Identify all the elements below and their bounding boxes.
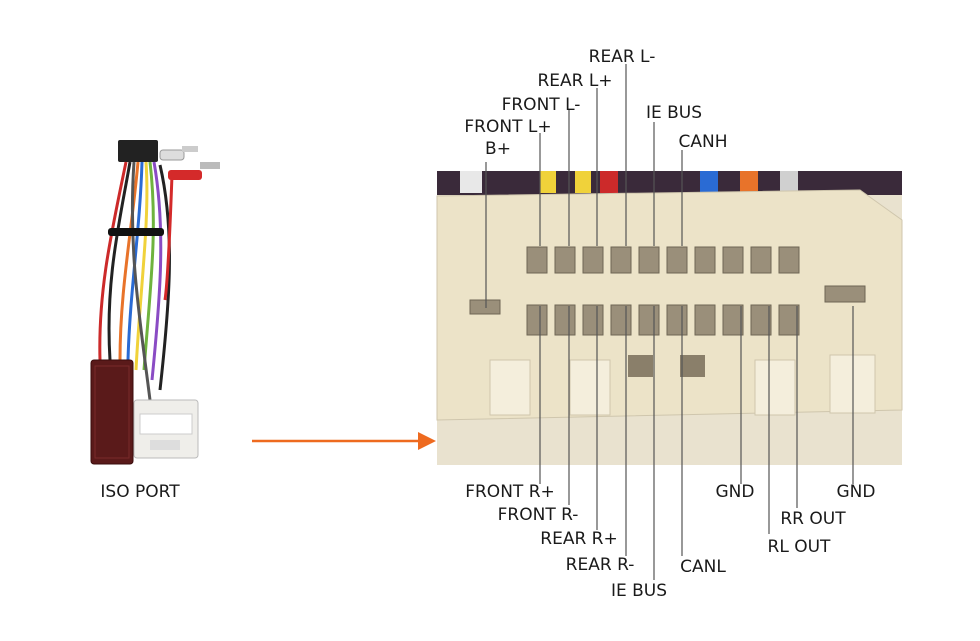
leader-lines <box>485 64 854 580</box>
label-front-l-minus: FRONT L- <box>502 95 581 115</box>
label-rear-r-minus: REAR R- <box>566 555 635 575</box>
label-canl: CANL <box>680 557 726 577</box>
side-pin-left <box>469 299 501 315</box>
upper-pin-row <box>526 246 800 274</box>
label-rear-l-minus: REAR L- <box>589 47 656 67</box>
connector-photo <box>436 171 903 465</box>
wire-bundle <box>98 161 174 401</box>
label-gnd-left: GND <box>716 482 755 502</box>
side-pin-right <box>824 285 866 303</box>
label-rl-out: RL OUT <box>768 537 832 557</box>
top-connector-block <box>118 140 158 162</box>
label-ie-bus-bottom: IE BUS <box>611 581 667 601</box>
iso-port-caption: ISO PORT <box>100 482 180 502</box>
label-rear-r-plus: REAR R+ <box>540 529 617 549</box>
label-ie-bus-top: IE BUS <box>646 103 702 123</box>
label-front-r-plus: FRONT R+ <box>465 482 555 502</box>
module-box <box>90 359 134 465</box>
harness-illustration <box>90 140 220 465</box>
label-front-l-plus: FRONT L+ <box>464 117 551 137</box>
rca-plugs <box>159 146 220 180</box>
label-b-plus: B+ <box>485 139 511 159</box>
zip-tie <box>108 228 164 236</box>
label-gnd-right: GND <box>837 482 876 502</box>
label-rear-l-plus: REAR L+ <box>537 71 612 91</box>
label-front-r-minus: FRONT R- <box>498 505 579 525</box>
label-canh: CANH <box>679 132 728 152</box>
label-rr-out: RR OUT <box>780 509 846 529</box>
pointer-arrow <box>252 432 436 450</box>
